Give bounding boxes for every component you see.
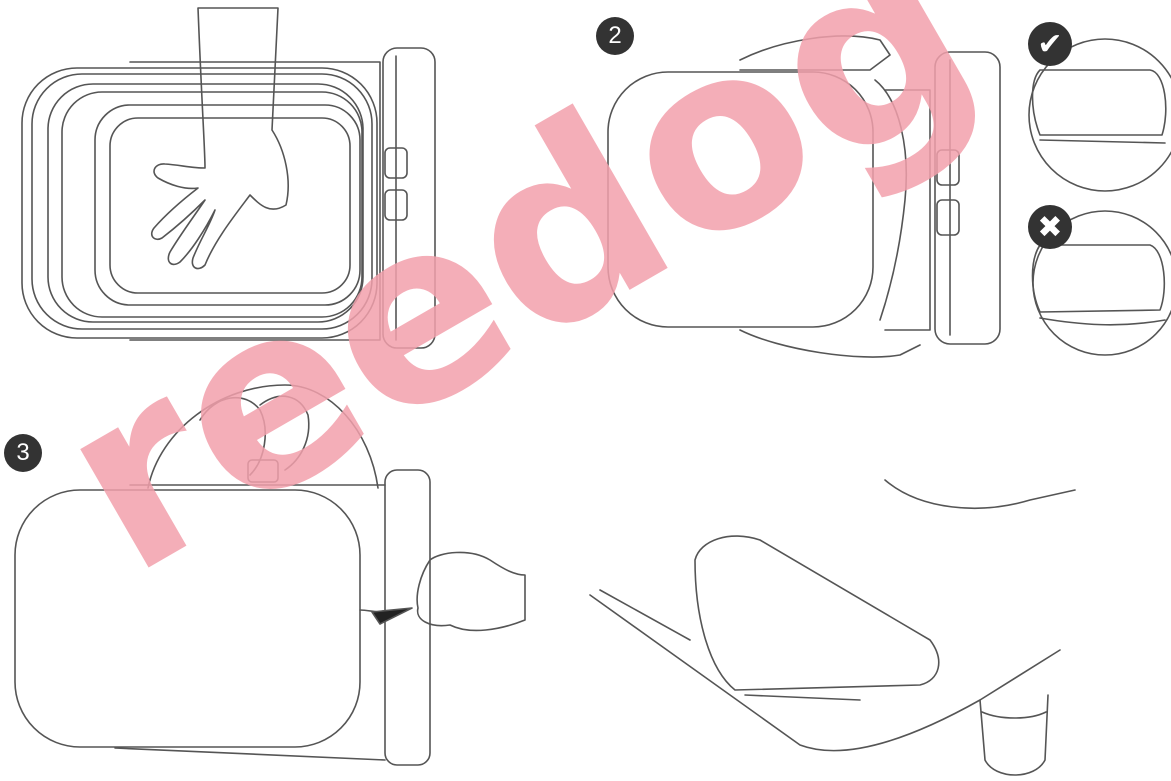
panel-4-tray-illustration [590, 480, 1075, 775]
cross-symbol: ✖ [1037, 210, 1062, 245]
panel-3-detail-circle [148, 385, 378, 488]
step-2-number: 2 [608, 22, 621, 50]
panel-1-tray-illustration [22, 48, 435, 348]
check-symbol: ✔ [1037, 27, 1062, 62]
check-icon: ✔ [1028, 22, 1072, 66]
step-3-badge: 3 [4, 434, 42, 472]
step-3-number: 3 [16, 439, 29, 467]
panel-3-hand [372, 552, 525, 630]
panel-1-hand [152, 8, 288, 269]
step-2-badge: 2 [596, 17, 634, 55]
cross-icon: ✖ [1028, 205, 1072, 249]
panel-2-lid-illustration [608, 36, 1000, 357]
panel-3-lid-illustration [15, 470, 430, 765]
